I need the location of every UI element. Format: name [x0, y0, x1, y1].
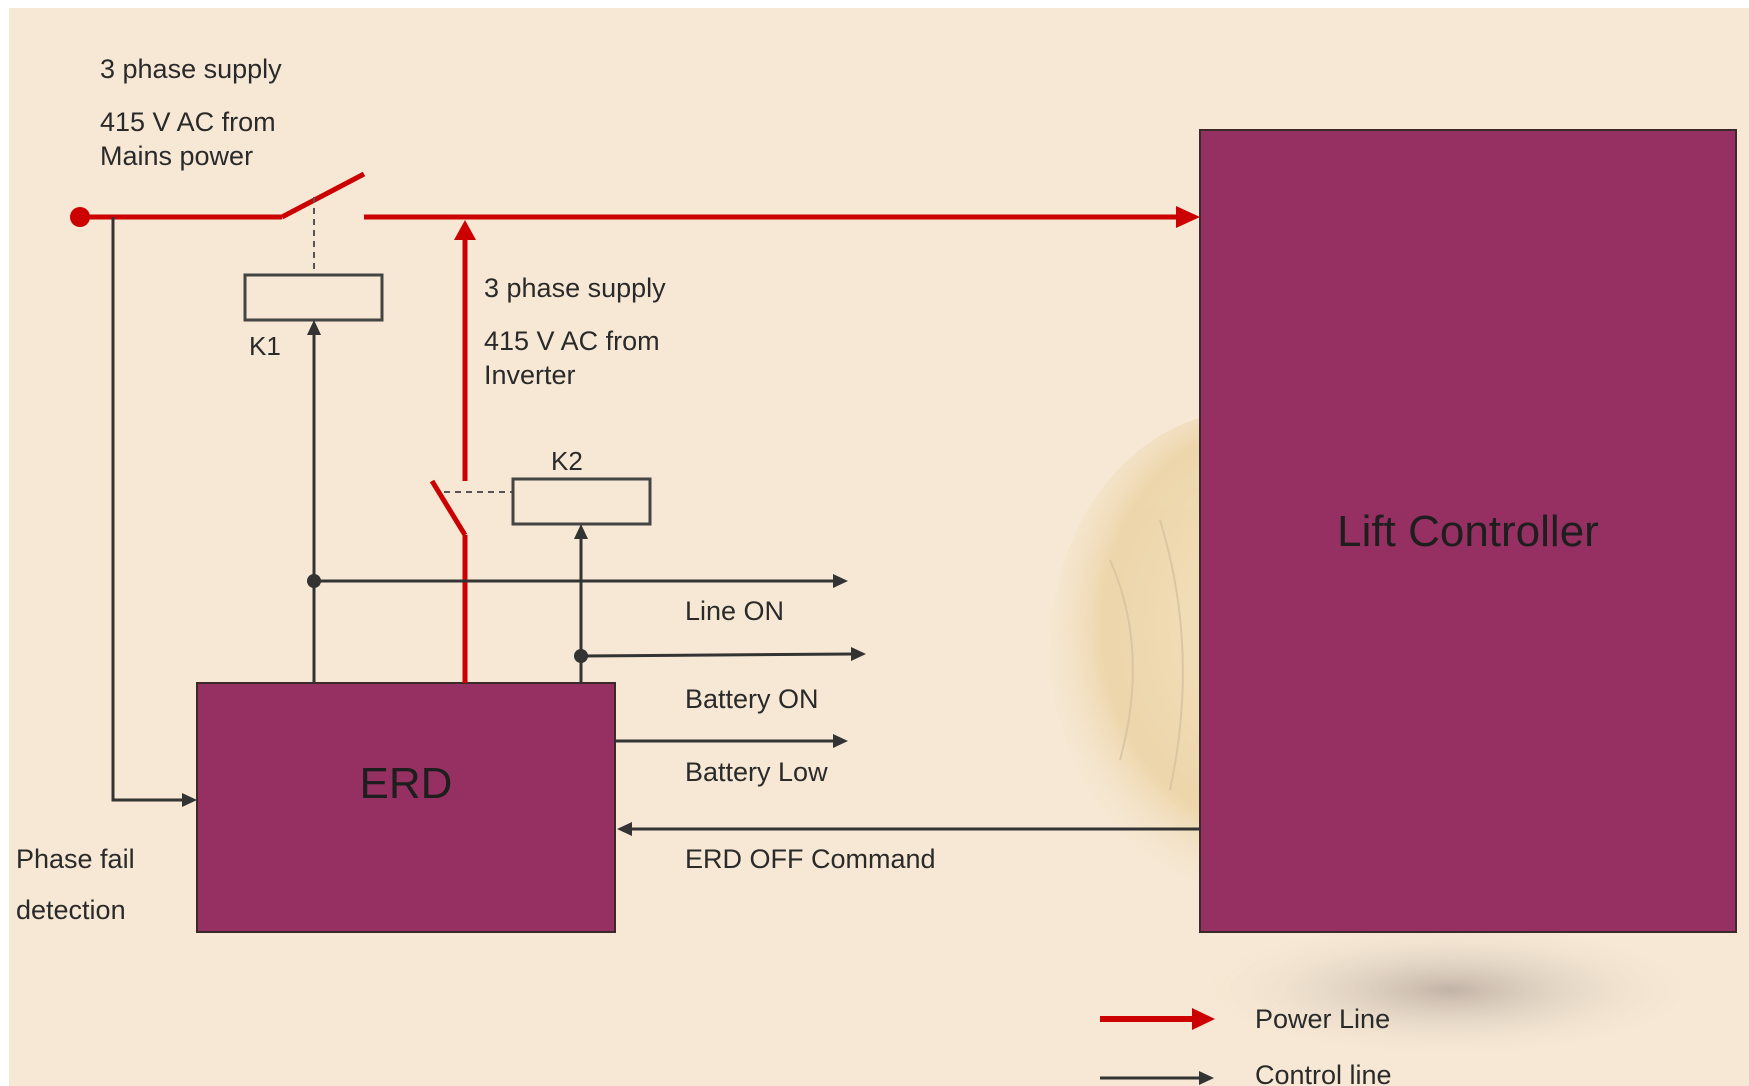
phase-fail-label-line1: Phase fail: [16, 844, 135, 874]
relay-k1: K1: [243, 197, 384, 361]
mains-label-line2: 415 V AC from: [100, 107, 276, 137]
battery-on-label: Battery ON: [685, 684, 819, 714]
mains-label-line3: Mains power: [100, 141, 253, 171]
battery-low-label: Battery Low: [685, 757, 828, 787]
phase-fail-label-line2: detection: [16, 895, 126, 925]
erd-off-label: ERD OFF Command: [685, 844, 936, 874]
inverter-power-arrow: [454, 220, 476, 240]
relay-k2: K2: [444, 446, 652, 526]
phase-fail-line: [111, 217, 184, 802]
lift-controller-block: Lift Controller: [1199, 129, 1737, 933]
relay-k1-label: K1: [249, 331, 281, 361]
battery-on-signal: [580, 652, 854, 658]
lift-controller-power-arrow: [1176, 206, 1200, 228]
legend-control-label: Control line: [1255, 1060, 1392, 1086]
power-lines: [70, 171, 1200, 683]
inverter-supply-labels: 3 phase supply 415 V AC from Inverter: [484, 273, 666, 390]
lift-controller-label: Lift Controller: [1337, 507, 1599, 556]
mains-label-line1: 3 phase supply: [100, 54, 282, 84]
relay-k2-label: K2: [551, 446, 583, 476]
line-on-label: Line ON: [685, 596, 784, 626]
inverter-label-line1: 3 phase supply: [484, 273, 666, 303]
erd-label: ERD: [360, 759, 453, 808]
legend: Power Line Control line: [1100, 1004, 1392, 1086]
mains-supply-labels: 3 phase supply 415 V AC from Mains power: [100, 54, 282, 171]
legend-power-label: Power Line: [1255, 1004, 1390, 1034]
inverter-label-line2: 415 V AC from: [484, 326, 660, 356]
erd-block: ERD: [196, 682, 616, 933]
k1-contact-blade: [280, 171, 366, 220]
inverter-label-line3: Inverter: [484, 360, 576, 390]
control-lines: [111, 217, 1200, 836]
k2-contact-blade: [429, 479, 468, 537]
